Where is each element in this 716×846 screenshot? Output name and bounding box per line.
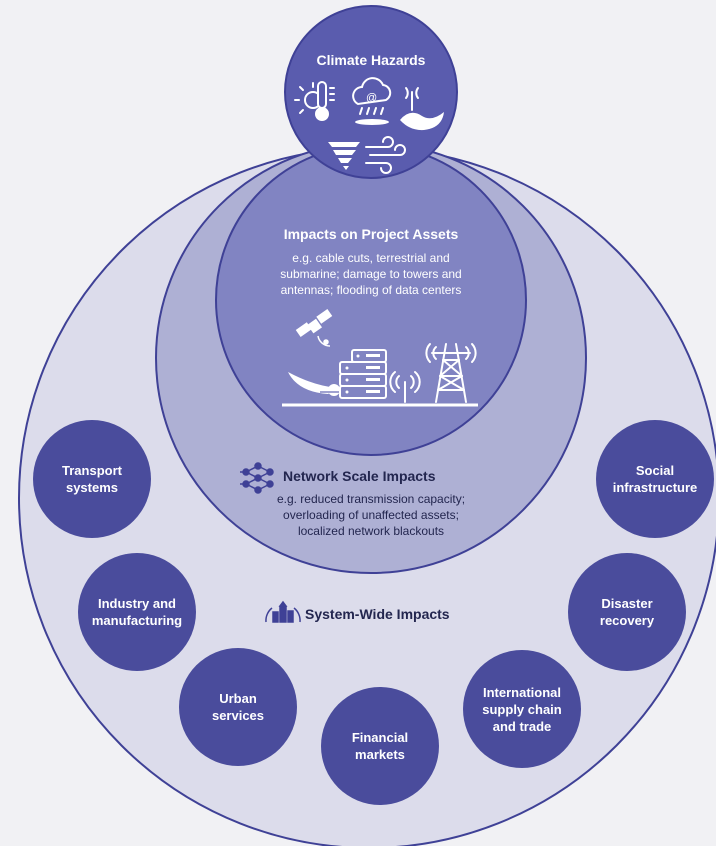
storm-cloud-icon: @ (352, 77, 392, 125)
project-assets-title: Impacts on Project Assets (283, 226, 459, 242)
sector-label: Social infrastructure (612, 463, 698, 495)
sector-financial-markets: Financial markets (321, 687, 439, 805)
project-assets-ring (215, 144, 527, 456)
sector-label: Industry and manufacturing (91, 596, 183, 628)
system-wide-title: System-Wide Impacts (305, 606, 450, 622)
antenna-icon (389, 371, 421, 403)
sector-disaster-recovery: Disaster recovery (568, 553, 686, 671)
server-rack-icon (339, 349, 387, 399)
sector-industry: Industry and manufacturing (78, 553, 196, 671)
meteor-icon (288, 372, 340, 396)
wind-icon (365, 136, 406, 174)
satellite-icon (295, 309, 333, 347)
transmission-tower-icon (425, 343, 477, 403)
sector-label: Transport systems (62, 463, 122, 495)
sector-urban-services: Urban services (179, 648, 297, 766)
sector-social-infrastructure: Social infrastructure (596, 420, 714, 538)
network-nodes-icon (240, 462, 274, 494)
city-cycle-icon (265, 600, 301, 623)
tornado-icon (328, 142, 360, 170)
sector-supply-chain: International supply chain and trade (463, 650, 581, 768)
svg-text:@: @ (366, 92, 377, 104)
flood-wave-icon (400, 87, 444, 131)
thermometer-sun-icon (294, 81, 335, 121)
network-scale-title: Network Scale Impacts (283, 468, 436, 484)
sector-label: Urban services (211, 691, 265, 723)
network-scale-description: e.g. reduced transmission capacity; over… (276, 492, 466, 538)
sector-label: International supply chain and trade (482, 684, 562, 734)
sector-label: Disaster recovery (599, 596, 655, 628)
climate-hazards-title: Climate Hazards (316, 52, 426, 68)
sector-transport: Transport systems (33, 420, 151, 538)
climate-hazards-circle (284, 5, 458, 179)
project-assets-description: e.g. cable cuts, terrestrial and submari… (280, 251, 462, 297)
sector-label: Financial markets (351, 730, 409, 762)
